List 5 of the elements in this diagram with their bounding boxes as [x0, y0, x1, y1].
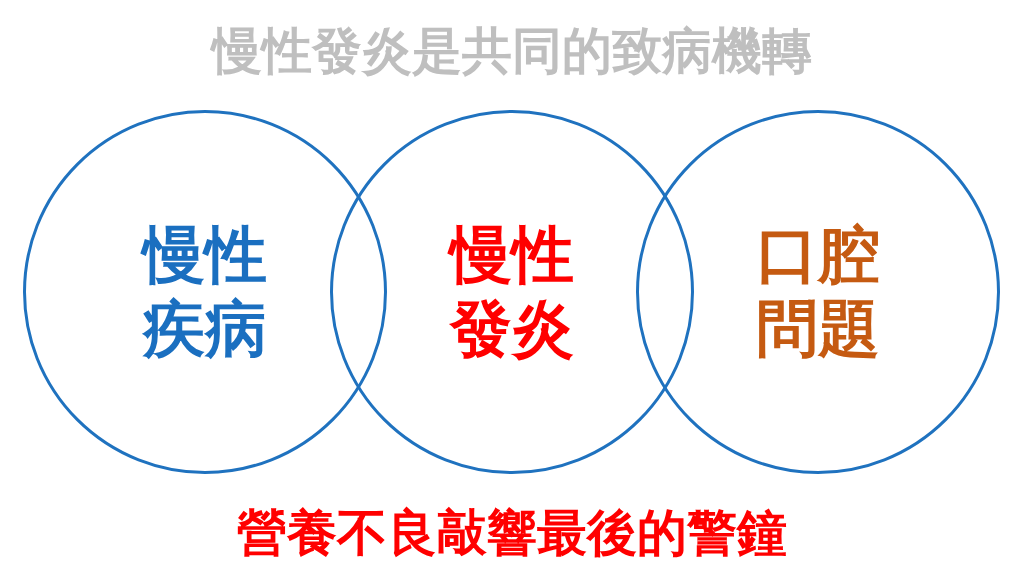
- diagram-caption: 營養不良敲響最後的警鐘: [235, 503, 788, 564]
- diagram-title: 慢性發炎是共同的致病機轉: [209, 21, 813, 82]
- circle-label: 慢性疾病: [135, 218, 275, 366]
- circle-label: 口腔問題: [755, 218, 881, 366]
- circle-label: 慢性發炎: [442, 218, 582, 366]
